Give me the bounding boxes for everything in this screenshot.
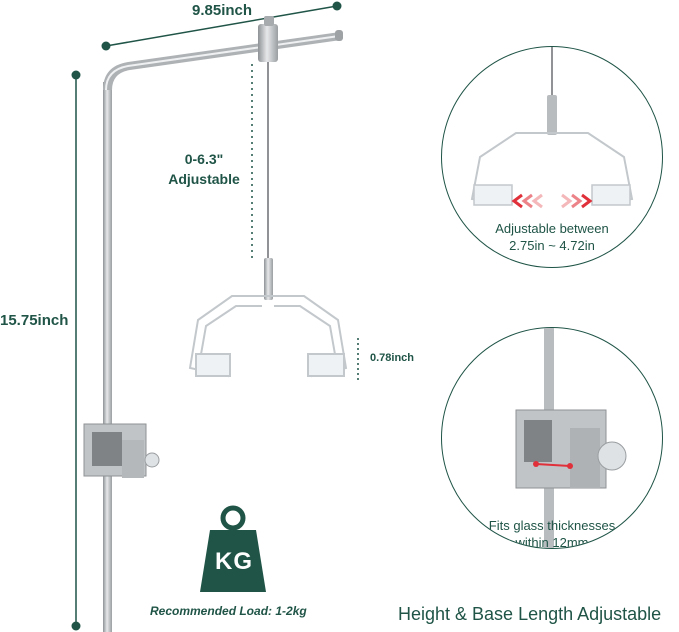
glass-detail-illustration bbox=[515, 328, 627, 548]
weight-unit-label: KG bbox=[215, 548, 253, 575]
vertical-pole bbox=[103, 30, 343, 632]
drop-adjust-label: 0-6.3" Adjustable bbox=[158, 149, 250, 189]
glass-detail-circle: Fits glass thicknesses within 12mm bbox=[441, 327, 663, 549]
weight-icon bbox=[200, 505, 266, 592]
range-text-line1: Adjustable between bbox=[495, 221, 609, 236]
caption: Height & Base Length Adjustable bbox=[398, 604, 662, 624]
recommended-load-label: Recommended Load: 1-2kg bbox=[150, 604, 307, 618]
height-dimension-line bbox=[71, 70, 81, 631]
width-dimension-line bbox=[101, 1, 342, 51]
range-detail-illustration bbox=[470, 47, 634, 209]
top-slider bbox=[258, 16, 278, 62]
wire-clamp bbox=[264, 258, 273, 300]
glass-text-line1: Fits glass thicknesses bbox=[488, 518, 616, 533]
double-arrow-icon bbox=[511, 193, 593, 209]
drop-adjustable-text: Adjustable bbox=[168, 171, 240, 187]
range-text-line2: 2.75in ~ 4.72in bbox=[509, 238, 595, 253]
width-label: 9.85inch bbox=[192, 2, 253, 19]
height-label: 15.75inch bbox=[0, 312, 69, 329]
drop-range-text: 0-6.3" bbox=[184, 151, 224, 167]
glass-text-line2: within 12mm bbox=[515, 535, 589, 549]
acrylic-holder bbox=[188, 295, 348, 378]
pole-clamp bbox=[83, 423, 160, 478]
range-detail-circle: Adjustable between 2.75in ~ 4.72in bbox=[441, 46, 663, 268]
thickness-label: 0.78inch bbox=[370, 352, 415, 364]
